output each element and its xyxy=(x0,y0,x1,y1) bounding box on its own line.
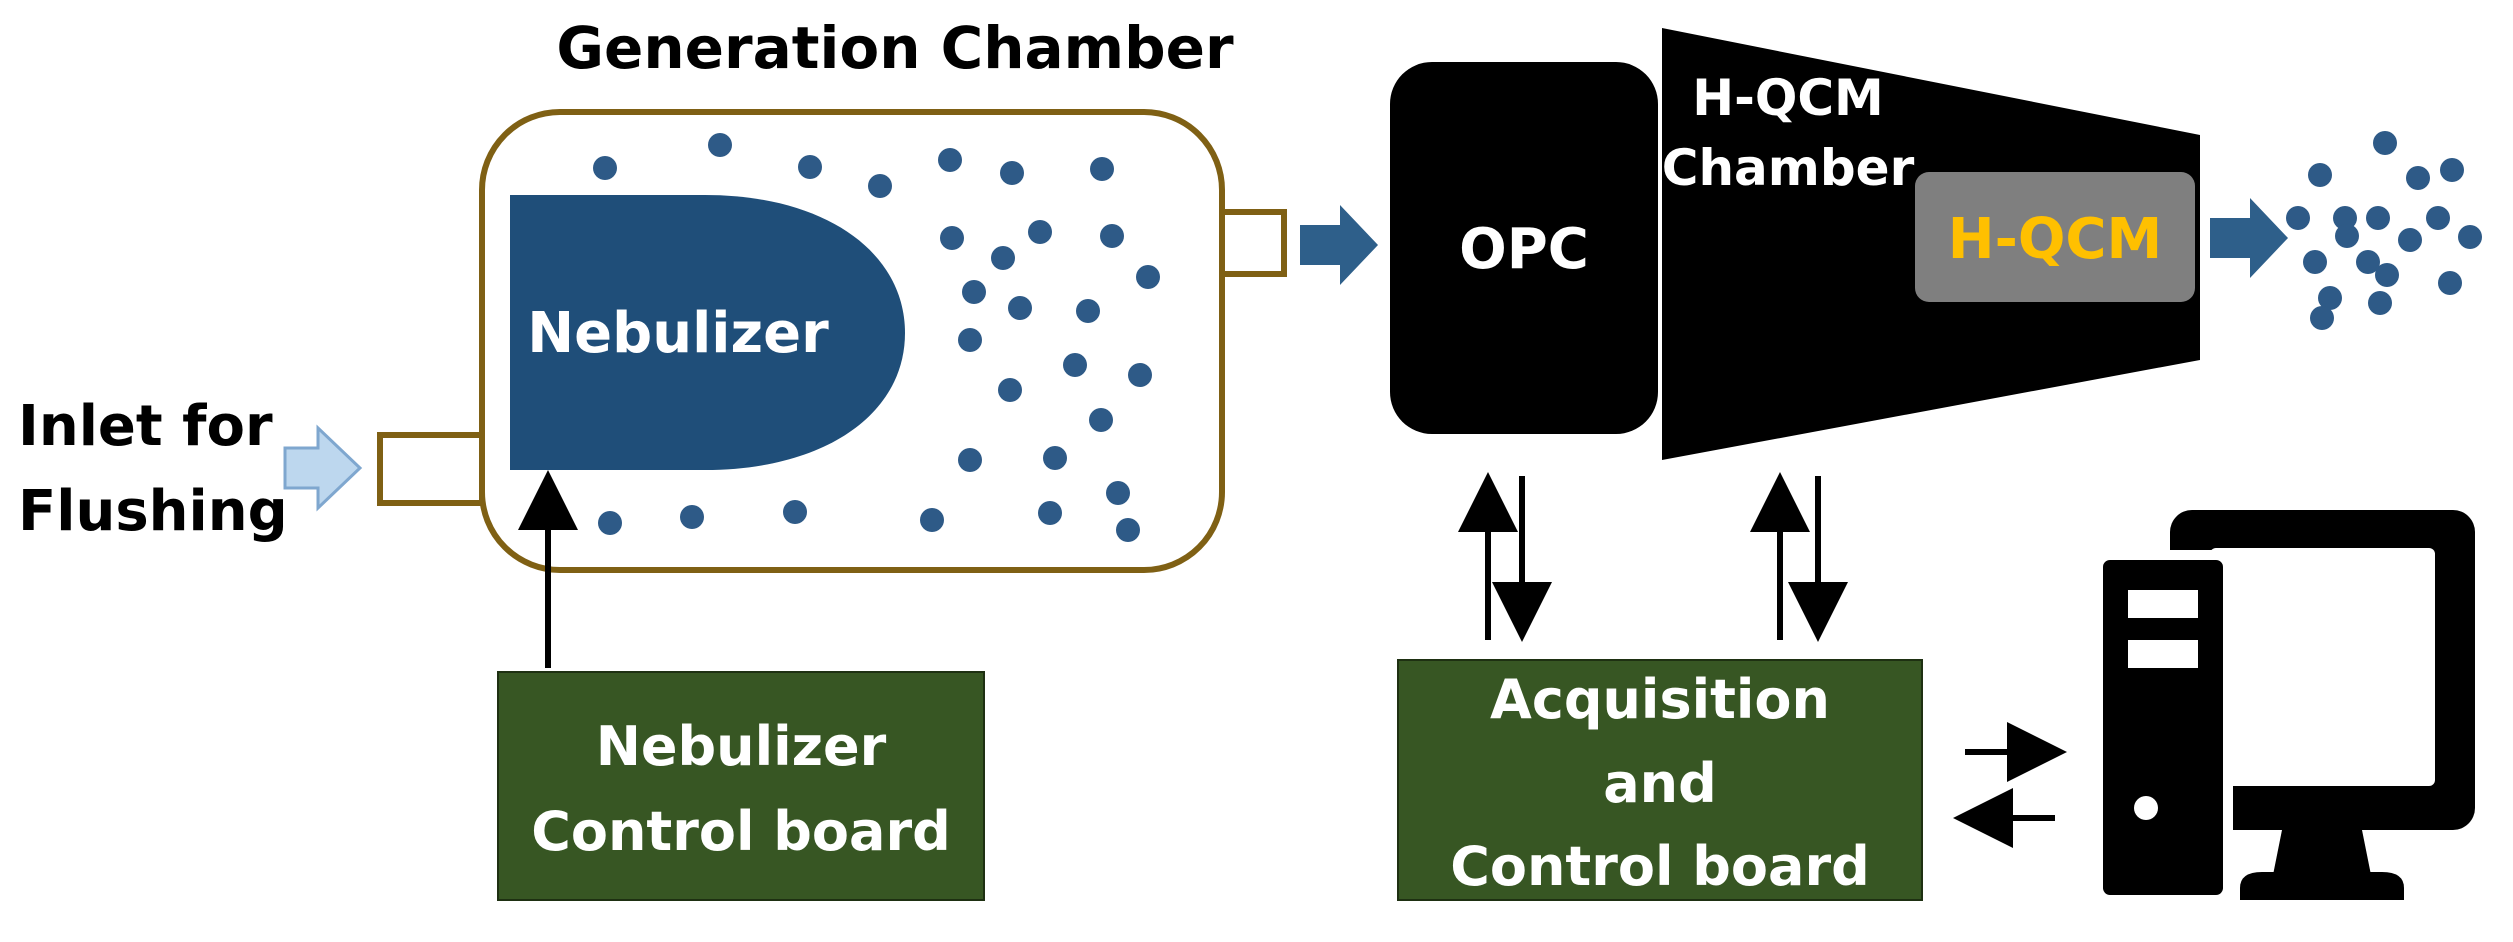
particle xyxy=(2406,166,2430,190)
nebulizer-control-board xyxy=(497,671,985,901)
inlet-arrow xyxy=(283,424,363,512)
inlet-port xyxy=(377,432,485,506)
particle xyxy=(1008,296,1032,320)
particle xyxy=(991,246,1015,270)
particle xyxy=(2286,206,2310,230)
particles-exhaust xyxy=(2286,131,2482,330)
particle xyxy=(1128,363,1152,387)
particle xyxy=(1136,265,1160,289)
computer-icon xyxy=(2093,510,2475,905)
nebulizer-board-label-line1: Nebulizer xyxy=(596,715,887,778)
particles-in-chamber xyxy=(593,133,1160,542)
particle xyxy=(2335,224,2359,248)
particle xyxy=(940,226,964,250)
hqcm-sensor xyxy=(1915,172,2195,302)
particle xyxy=(998,378,1022,402)
flow-arrow-to-opc xyxy=(1300,205,1378,285)
particle xyxy=(783,500,807,524)
particle xyxy=(962,280,986,304)
hqcm-chamber-label-line1: H-QCM xyxy=(1692,69,1884,127)
particle xyxy=(1089,408,1113,432)
particle xyxy=(798,155,822,179)
flow-arrow-out xyxy=(2210,198,2288,278)
particle xyxy=(708,133,732,157)
particle xyxy=(1028,220,1052,244)
particle xyxy=(2356,250,2380,274)
particle xyxy=(1090,157,1114,181)
particle xyxy=(680,505,704,529)
particle xyxy=(938,148,962,172)
hqcm-chamber-label-line2: Chamber xyxy=(1662,139,1915,197)
particle xyxy=(920,508,944,532)
acq-board-label-line2: and xyxy=(1603,752,1717,815)
acq-board-label-line3: Control board xyxy=(1450,835,1870,898)
particle xyxy=(2333,206,2357,230)
particle xyxy=(1076,299,1100,323)
inlet-label-line2: Flushing xyxy=(18,479,288,544)
particle xyxy=(1000,161,1024,185)
particle xyxy=(2310,306,2334,330)
generation-chamber-title: Generation Chamber xyxy=(556,14,1234,82)
particle xyxy=(1043,446,1067,470)
particle xyxy=(1038,501,1062,525)
particle xyxy=(2426,206,2450,230)
particle xyxy=(868,174,892,198)
opc-label: OPC xyxy=(1459,217,1589,282)
particle xyxy=(958,448,982,472)
inlet-label-line1: Inlet for xyxy=(18,394,273,459)
particle xyxy=(2368,291,2392,315)
acq-board-label-line1: Acquisition xyxy=(1490,668,1830,731)
particle xyxy=(2303,250,2327,274)
particle xyxy=(2458,225,2482,249)
acquisition-control-board xyxy=(1397,659,1923,901)
particle xyxy=(593,156,617,180)
particle xyxy=(2398,228,2422,252)
particle xyxy=(2373,131,2397,155)
outlet-port xyxy=(1219,209,1287,277)
particle xyxy=(1100,224,1124,248)
nebulizer-label: Nebulizer xyxy=(527,301,829,366)
particle xyxy=(2438,271,2462,295)
particle xyxy=(2308,163,2332,187)
opc-box xyxy=(1390,62,1658,434)
particle xyxy=(2366,206,2390,230)
particle xyxy=(2318,286,2342,310)
particle xyxy=(1106,481,1130,505)
particle xyxy=(2375,263,2399,287)
particle xyxy=(598,511,622,535)
hqcm-sensor-label: H-QCM xyxy=(1948,207,2163,272)
particle xyxy=(1063,353,1087,377)
nebulizer-body xyxy=(510,195,905,470)
particle xyxy=(1116,518,1140,542)
particle xyxy=(2440,158,2464,182)
particle xyxy=(958,328,982,352)
nebulizer-board-label-line2: Control board xyxy=(531,800,951,863)
